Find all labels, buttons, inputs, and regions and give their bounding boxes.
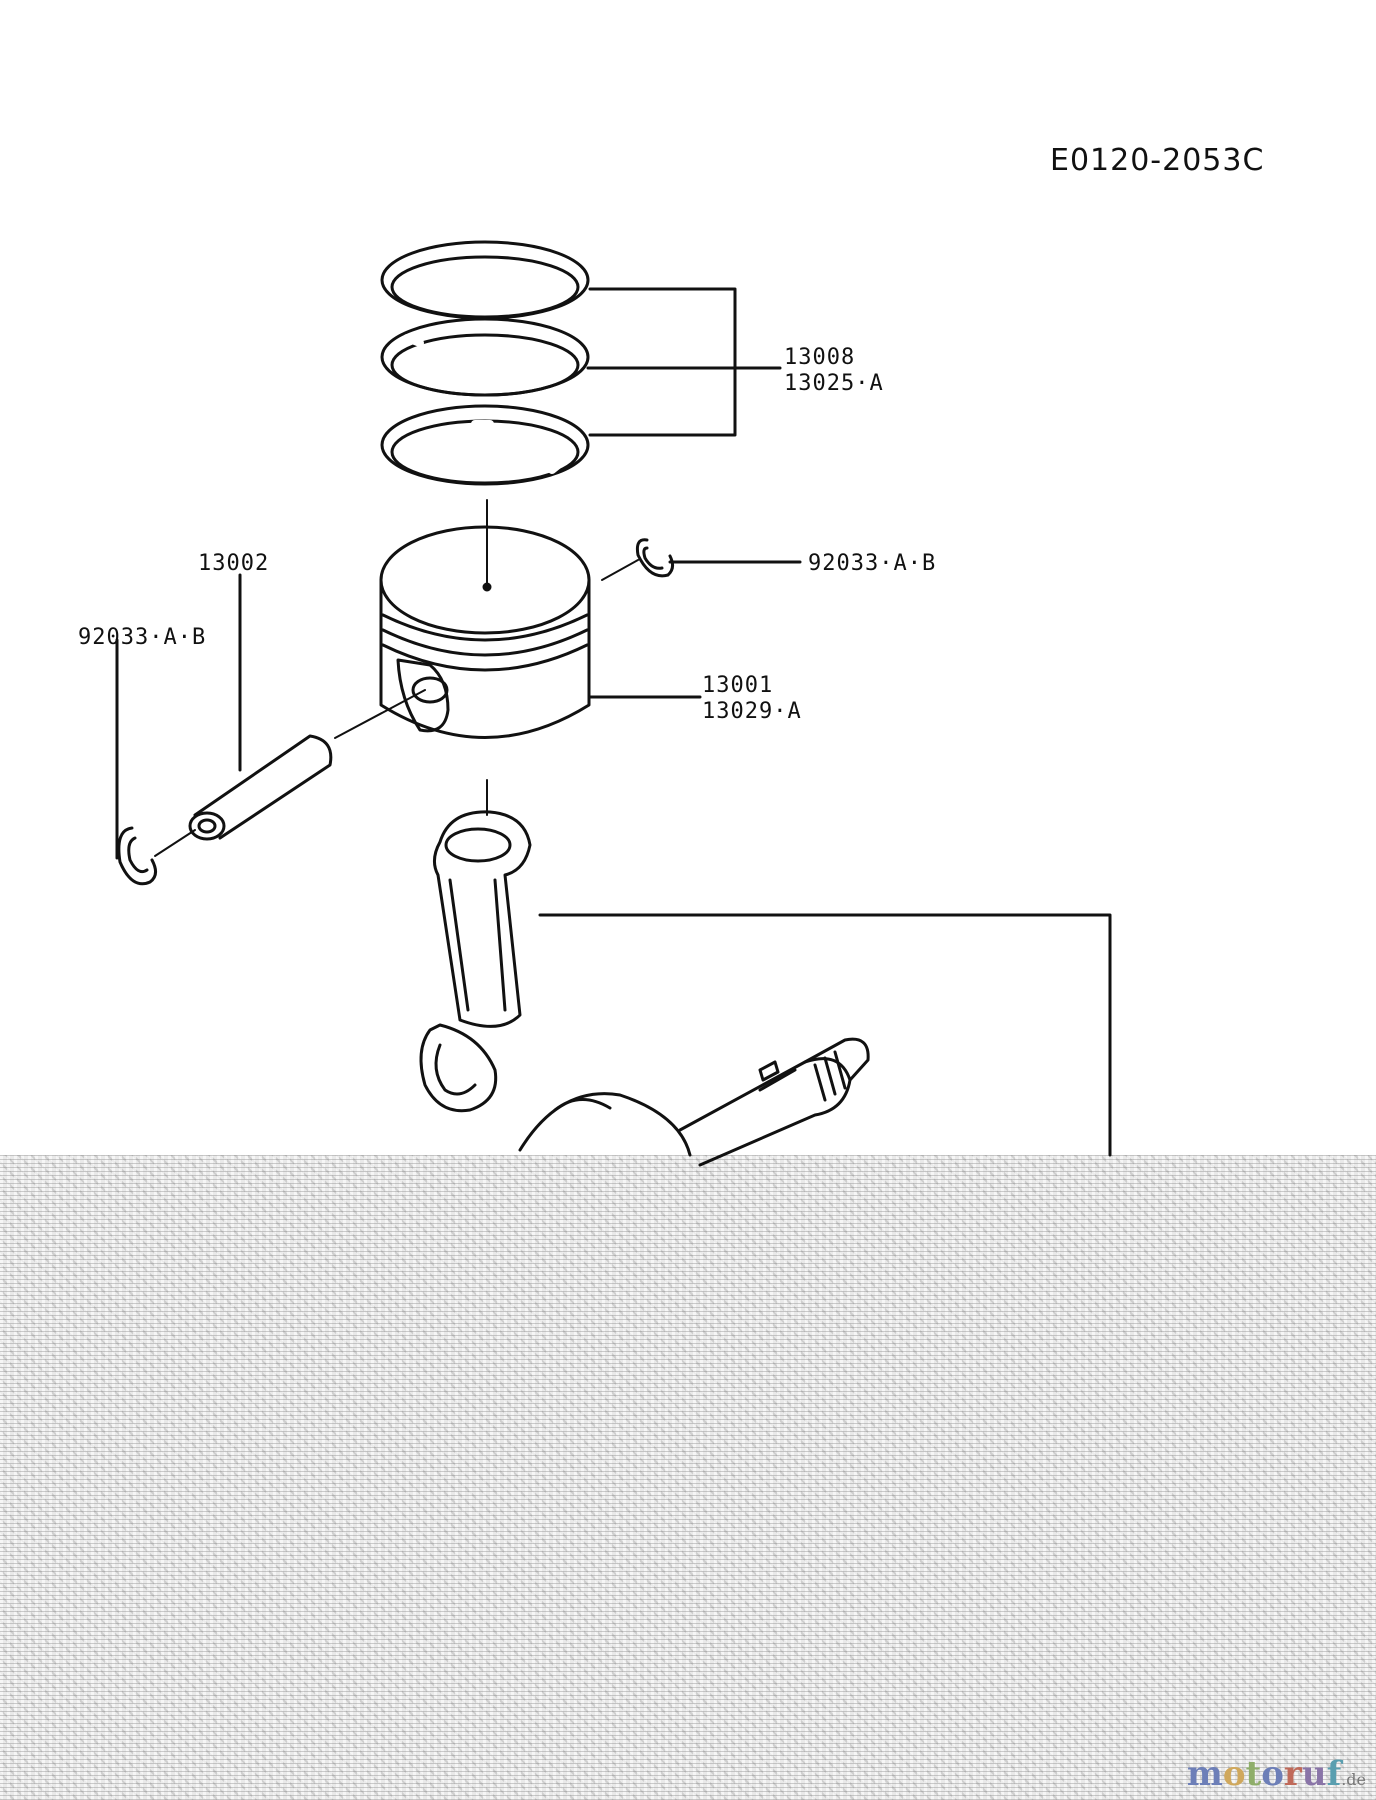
crank-leader [538,913,1112,1157]
circlip-left [117,826,157,886]
watermark-logo: motoruf.de [1186,1754,1366,1794]
piston [379,525,591,739]
label-rings-1: 13008 [784,345,855,370]
label-circlip-left: 92033·A·B [78,625,206,650]
circlip-right [635,538,675,578]
diagram-code: E0120-2053C [1050,143,1264,178]
piston-rings [380,240,590,486]
label-rings-2: 13025·A [784,371,884,396]
pin-axis [334,689,426,739]
piston-pin [188,734,333,841]
label-circlip-right: 92033·A·B [808,551,936,576]
scanned-noise-area [0,1155,1376,1800]
connecting-rod [419,810,532,1113]
rings-leader [586,287,737,437]
label-piston-1: 13001 [702,673,773,698]
label-piston-2: 13029·A [702,699,802,724]
label-pin: 13002 [198,551,269,576]
crankshaft [518,1037,870,1167]
